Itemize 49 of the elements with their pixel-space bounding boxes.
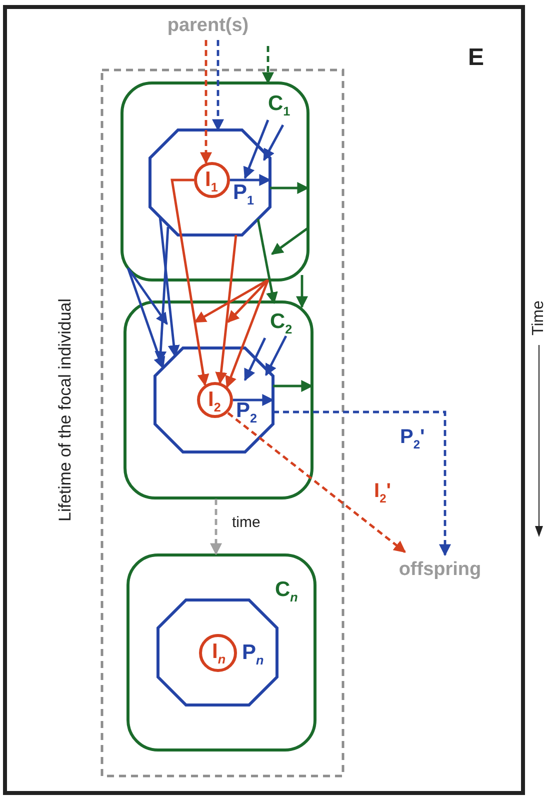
arrow [271,227,309,255]
arrow [233,394,274,406]
arrow [230,174,272,186]
axis-label: Time [531,300,547,336]
lifetime-label: Lifetime of the focal individual [56,298,74,522]
arrow [227,279,269,323]
inheritance-circle [199,634,237,672]
inheritance-label: I$_{n}$ [212,641,226,666]
phenotype-octagon [158,600,277,705]
arrow [225,280,270,388]
offspring-label: offspring [386,556,494,584]
phenotype-label: P$_{2}$ [236,400,258,426]
inheritance-circle [197,382,233,418]
dashed-arrow [273,410,451,556]
dashed-arrow [262,46,274,84]
arrow [296,275,308,308]
arrow [215,234,238,384]
environment-label: C$_{1}$ [268,93,290,118]
arrow [158,216,180,358]
arrow [243,120,270,180]
arrow [264,335,288,376]
inheritance-circle [194,162,230,198]
arrow [127,267,168,325]
phenotype-octagon [150,130,270,235]
phenotype-label: P$_{1}$ [233,182,254,208]
environment-label: C$_{2}$ [270,311,292,336]
environment-label: C$_{n}$ [275,579,298,604]
arrow [126,268,166,370]
environment-box [125,302,312,498]
arrow [262,124,284,162]
arrow [170,178,210,386]
arrow [244,337,266,382]
inheritance-label: I$_{1}$ [205,169,218,194]
parent-label: parent(s) [158,12,258,40]
dashed-arrow [210,499,222,556]
panel-letter: E [468,46,484,70]
arrow [256,218,278,304]
edge-label: P$_{2}$' [398,426,427,452]
environment-box [122,83,308,280]
dashed-arrow [227,412,406,553]
phenotype-label: P$_{n}$ [242,642,264,668]
arrow [194,278,269,324]
dashed-arrow [200,40,212,164]
inheritance-label: I$_{2}$ [208,389,221,414]
environment-box [128,555,315,750]
arrow [273,380,314,392]
dashed-arrow [212,40,224,132]
arrow [270,182,310,194]
phenotype-octagon [155,348,273,452]
